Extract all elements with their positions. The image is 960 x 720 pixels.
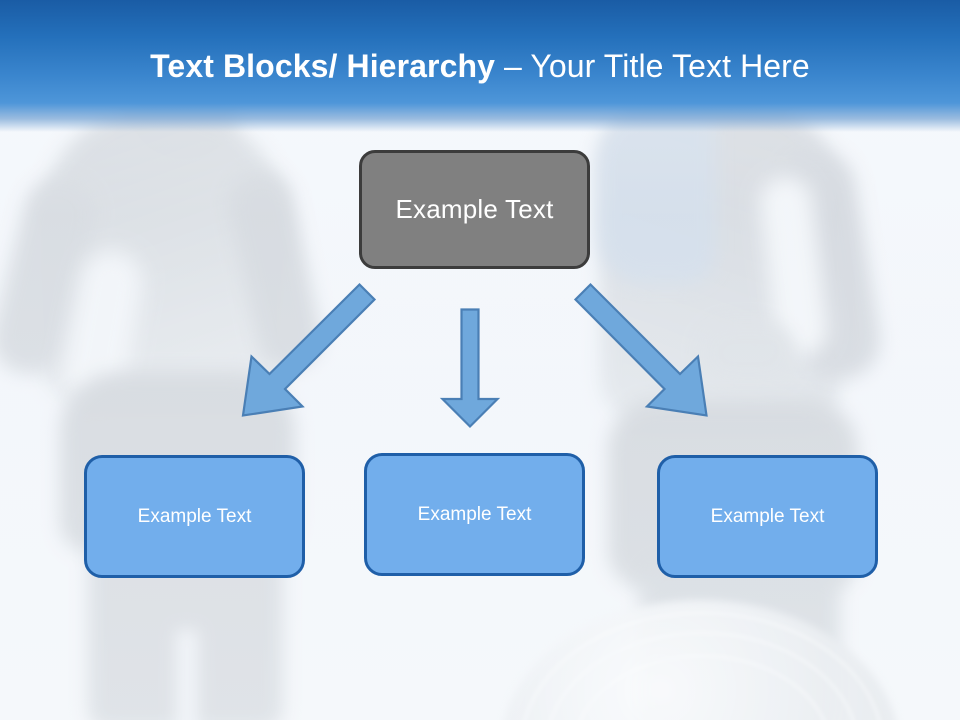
hierarchy-top-node[interactable]: Example Text bbox=[359, 150, 590, 269]
hierarchy-bottom-node-1-label: Example Text bbox=[137, 505, 252, 527]
hierarchy-bottom-node-2[interactable]: Example Text bbox=[364, 453, 585, 576]
page-title: Text Blocks/ Hierarchy – Your Title Text… bbox=[0, 48, 960, 85]
page-title-bold: Text Blocks/ Hierarchy bbox=[150, 48, 496, 84]
page-title-light: Your Title Text Here bbox=[530, 48, 810, 84]
hierarchy-bottom-node-1[interactable]: Example Text bbox=[84, 455, 305, 578]
page-title-separator: – bbox=[495, 48, 531, 84]
hierarchy-bottom-node-2-label: Example Text bbox=[417, 503, 532, 525]
title-banner: Text Blocks/ Hierarchy – Your Title Text… bbox=[0, 0, 960, 132]
hierarchy-bottom-node-3[interactable]: Example Text bbox=[657, 455, 878, 578]
hierarchy-bottom-node-3-label: Example Text bbox=[710, 505, 825, 527]
hierarchy-top-node-label: Example Text bbox=[395, 193, 554, 224]
